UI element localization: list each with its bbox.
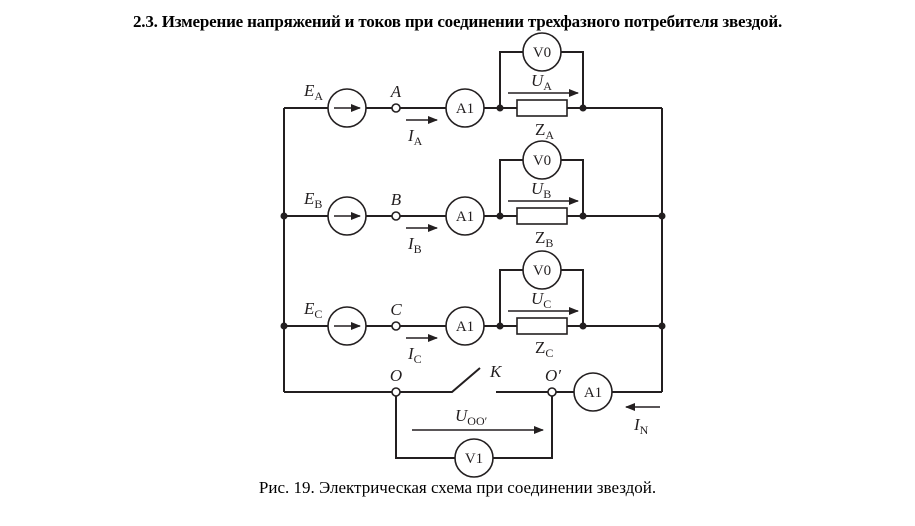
ammeter-icon: [445, 196, 485, 236]
current-label: IA: [407, 126, 423, 148]
node-o-prime-terminal: [547, 387, 557, 397]
phase-terminal: [391, 103, 401, 113]
current-label: IB: [407, 234, 422, 256]
neutral-voltmeter-label: V1: [465, 451, 483, 467]
voltmeter-label: V0: [533, 45, 551, 61]
junction-dot: [579, 212, 587, 220]
junction-dot: [280, 212, 288, 220]
neutral-ammeter: A1: [573, 372, 613, 412]
neutral-line: A1 V1 O O′ K UOO′ IN: [284, 362, 662, 478]
voltage-label: UB: [531, 179, 551, 201]
voltmeter-icon: [522, 32, 562, 72]
neutral-voltmeter: V1: [454, 438, 494, 478]
junction-dot: [496, 212, 504, 220]
ammeter-icon: [445, 88, 485, 128]
node-o-terminal: [391, 387, 401, 397]
voltmeter-icon: [522, 250, 562, 290]
junction-dot: [579, 322, 587, 330]
load-impedance-icon: [516, 207, 568, 225]
load-label: ZA: [535, 120, 554, 142]
emf-label: EA: [303, 81, 323, 103]
junction-dot: [579, 104, 587, 112]
junction-dot: [658, 322, 666, 330]
ammeter-label: A1: [456, 319, 474, 335]
voltmeter-label: V0: [533, 153, 551, 169]
figure-caption: Рис. 19. Электрическая схема при соедине…: [258, 478, 657, 497]
emf-label: EC: [303, 299, 322, 321]
junction-dot: [658, 212, 666, 220]
load-impedance-icon: [516, 317, 568, 335]
ammeter-label: A1: [456, 209, 474, 225]
current-label: IC: [407, 344, 422, 366]
load-impedance-icon: [516, 99, 568, 117]
load-label: ZC: [535, 338, 553, 360]
terminal-label: A: [390, 82, 402, 101]
ammeter-icon: [445, 306, 485, 346]
phase-terminal: [391, 211, 401, 221]
section-title: 2.3. Измерение напряжений и токов при со…: [133, 12, 782, 31]
switch-label: K: [489, 362, 503, 381]
phase-terminal: [391, 321, 401, 331]
voltmeter-label: V0: [533, 263, 551, 279]
voltage-label: UA: [531, 71, 552, 93]
voltage-label: UC: [531, 289, 551, 311]
emf-label: EB: [303, 189, 322, 211]
junction-dot: [280, 322, 288, 330]
current-n-label: IN: [633, 415, 649, 437]
voltmeter-icon: [522, 140, 562, 180]
voltage-oo-label: UOO′: [455, 406, 488, 428]
junction-dot: [496, 322, 504, 330]
neutral-ammeter-label: A1: [584, 385, 602, 401]
load-label: ZB: [535, 228, 553, 250]
ammeter-label: A1: [456, 101, 474, 117]
terminal-label: C: [390, 300, 402, 319]
junction-dot: [496, 104, 504, 112]
terminal-label: B: [391, 190, 402, 209]
node-o-prime-label: O′: [545, 366, 561, 385]
node-o-label: O: [390, 366, 402, 385]
